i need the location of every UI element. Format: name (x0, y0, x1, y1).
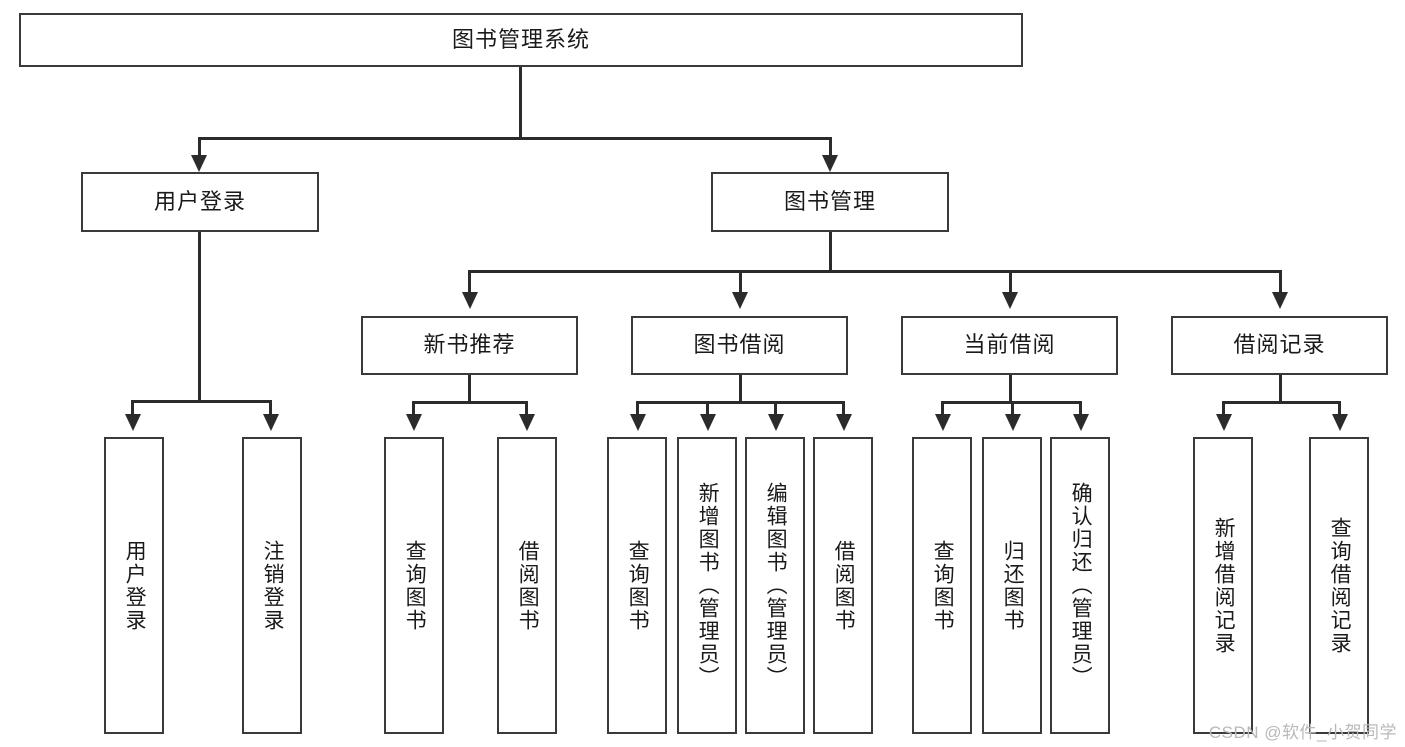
node-borrow-record[interactable]: 借阅记录 (1171, 316, 1388, 375)
node-label: 图书管理 (783, 188, 876, 214)
connector-current-borrow-drop-2 (1011, 401, 1014, 417)
arrow-to-borrow-record (1272, 292, 1288, 309)
arrow-root-to-user-login (191, 155, 207, 172)
leaf-confirm-return-admin[interactable]: 确认归还（管理员） (1050, 437, 1110, 734)
connector-new-book-bus (412, 401, 525, 404)
node-label: 新增图书（管理员） (696, 482, 720, 689)
arrow-user-login-leaf-1 (125, 414, 141, 431)
connector-book-borrow-stem (739, 375, 742, 403)
arrow-current-borrow-leaf-1 (935, 414, 951, 431)
connector-book-borrow-drop-2 (706, 401, 709, 417)
node-label: 新书推荐 (423, 332, 516, 358)
leaf-user-login[interactable]: 用户登录 (104, 437, 164, 734)
node-label: 新增借阅记录 (1212, 516, 1236, 655)
connector-borrow-record-drop-2 (1338, 401, 1341, 417)
watermark: CSDN @软件_小贺同学 (1208, 723, 1397, 742)
node-label: 用户登录 (153, 188, 246, 214)
node-label: 查询图书 (931, 539, 955, 632)
connector-current-borrow-stem (1009, 375, 1012, 403)
arrow-to-current-borrow (1002, 292, 1018, 309)
connector-root-to-user-login (198, 137, 201, 161)
arrow-root-to-book-management (822, 155, 838, 172)
leaf-add-borrow-record[interactable]: 新增借阅记录 (1193, 437, 1253, 734)
connector-book-borrow-drop-4 (842, 401, 845, 417)
connector-current-borrow-drop-3 (1079, 401, 1082, 417)
connector-drop-new-book (468, 270, 471, 296)
connector-new-book-drop-1 (412, 401, 415, 417)
node-current-borrow[interactable]: 当前借阅 (901, 316, 1118, 375)
connector-drop-borrow-record (1279, 270, 1282, 296)
leaf-query-book-borrow[interactable]: 查询图书 (607, 437, 667, 734)
arrow-borrow-record-leaf-2 (1332, 414, 1348, 431)
arrow-book-borrow-leaf-4 (836, 414, 852, 431)
node-label: 查询借阅记录 (1328, 516, 1352, 655)
leaf-query-borrow-record[interactable]: 查询借阅记录 (1309, 437, 1369, 734)
leaf-borrow-book-recommend[interactable]: 借阅图书 (497, 437, 557, 734)
node-book-borrow[interactable]: 图书借阅 (631, 316, 848, 375)
connector-drop-book-borrow (739, 270, 742, 296)
arrow-user-login-leaf-2 (263, 414, 279, 431)
connector-root-to-book-management (829, 137, 832, 161)
connector-current-borrow-bus (941, 401, 1080, 404)
connector-book-management-stem (829, 232, 832, 272)
leaf-query-book-current[interactable]: 查询图书 (912, 437, 972, 734)
node-label: 编辑图书（管理员） (764, 482, 788, 689)
connector-drop-current-borrow (1009, 270, 1012, 296)
leaf-query-book-recommend[interactable]: 查询图书 (384, 437, 444, 734)
node-user-login[interactable]: 用户登录 (81, 172, 319, 232)
connector-root-bus (198, 137, 831, 140)
leaf-return-book[interactable]: 归还图书 (982, 437, 1042, 734)
arrow-borrow-record-leaf-1 (1216, 414, 1232, 431)
node-label: 借阅记录 (1233, 332, 1326, 358)
leaf-borrow-book[interactable]: 借阅图书 (813, 437, 873, 734)
leaf-edit-book-admin[interactable]: 编辑图书（管理员） (745, 437, 805, 734)
node-label: 归还图书 (1001, 539, 1025, 632)
connector-user-login-drop-2 (269, 400, 272, 418)
connector-book-borrow-drop-3 (774, 401, 777, 417)
node-new-book-recommend[interactable]: 新书推荐 (361, 316, 578, 375)
connector-borrow-record-bus (1222, 401, 1340, 404)
node-root-book-management-system[interactable]: 图书管理系统 (19, 13, 1023, 67)
arrow-to-new-book-recommend (462, 292, 478, 309)
connector-level2-bus (468, 270, 1280, 273)
connector-book-borrow-bus (636, 401, 844, 404)
node-label: 借阅图书 (832, 539, 856, 632)
arrow-to-book-borrow (732, 292, 748, 309)
node-label: 借阅图书 (516, 539, 540, 632)
node-label: 确认归还（管理员） (1069, 482, 1093, 689)
connector-book-borrow-drop-1 (636, 401, 639, 417)
connector-borrow-record-drop-1 (1222, 401, 1225, 417)
node-label: 注销登录 (261, 539, 285, 632)
node-label: 当前借阅 (963, 332, 1056, 358)
leaf-add-book-admin[interactable]: 新增图书（管理员） (677, 437, 737, 734)
connector-new-book-drop-2 (525, 401, 528, 417)
connector-user-login-drop-1 (131, 400, 134, 418)
node-label: 查询图书 (626, 539, 650, 632)
node-book-management[interactable]: 图书管理 (711, 172, 949, 232)
arrow-current-borrow-leaf-2 (1005, 414, 1021, 431)
connector-user-login-stem (198, 232, 201, 402)
node-label: 图书管理系统 (451, 26, 590, 52)
connector-root-stem (519, 67, 522, 138)
connector-user-login-bus (131, 400, 269, 403)
arrow-new-book-leaf-2 (519, 414, 535, 431)
node-label: 图书借阅 (693, 332, 786, 358)
arrow-new-book-leaf-1 (406, 414, 422, 431)
arrow-book-borrow-leaf-2 (700, 414, 716, 431)
connector-current-borrow-drop-1 (941, 401, 944, 417)
connector-borrow-record-stem (1279, 375, 1282, 403)
connector-new-book-stem (468, 375, 471, 403)
arrow-book-borrow-leaf-3 (768, 414, 784, 431)
arrow-book-borrow-leaf-1 (630, 414, 646, 431)
arrow-current-borrow-leaf-3 (1073, 414, 1089, 431)
node-label: 查询图书 (403, 539, 427, 632)
node-label: 用户登录 (123, 539, 147, 632)
leaf-logout[interactable]: 注销登录 (242, 437, 302, 734)
